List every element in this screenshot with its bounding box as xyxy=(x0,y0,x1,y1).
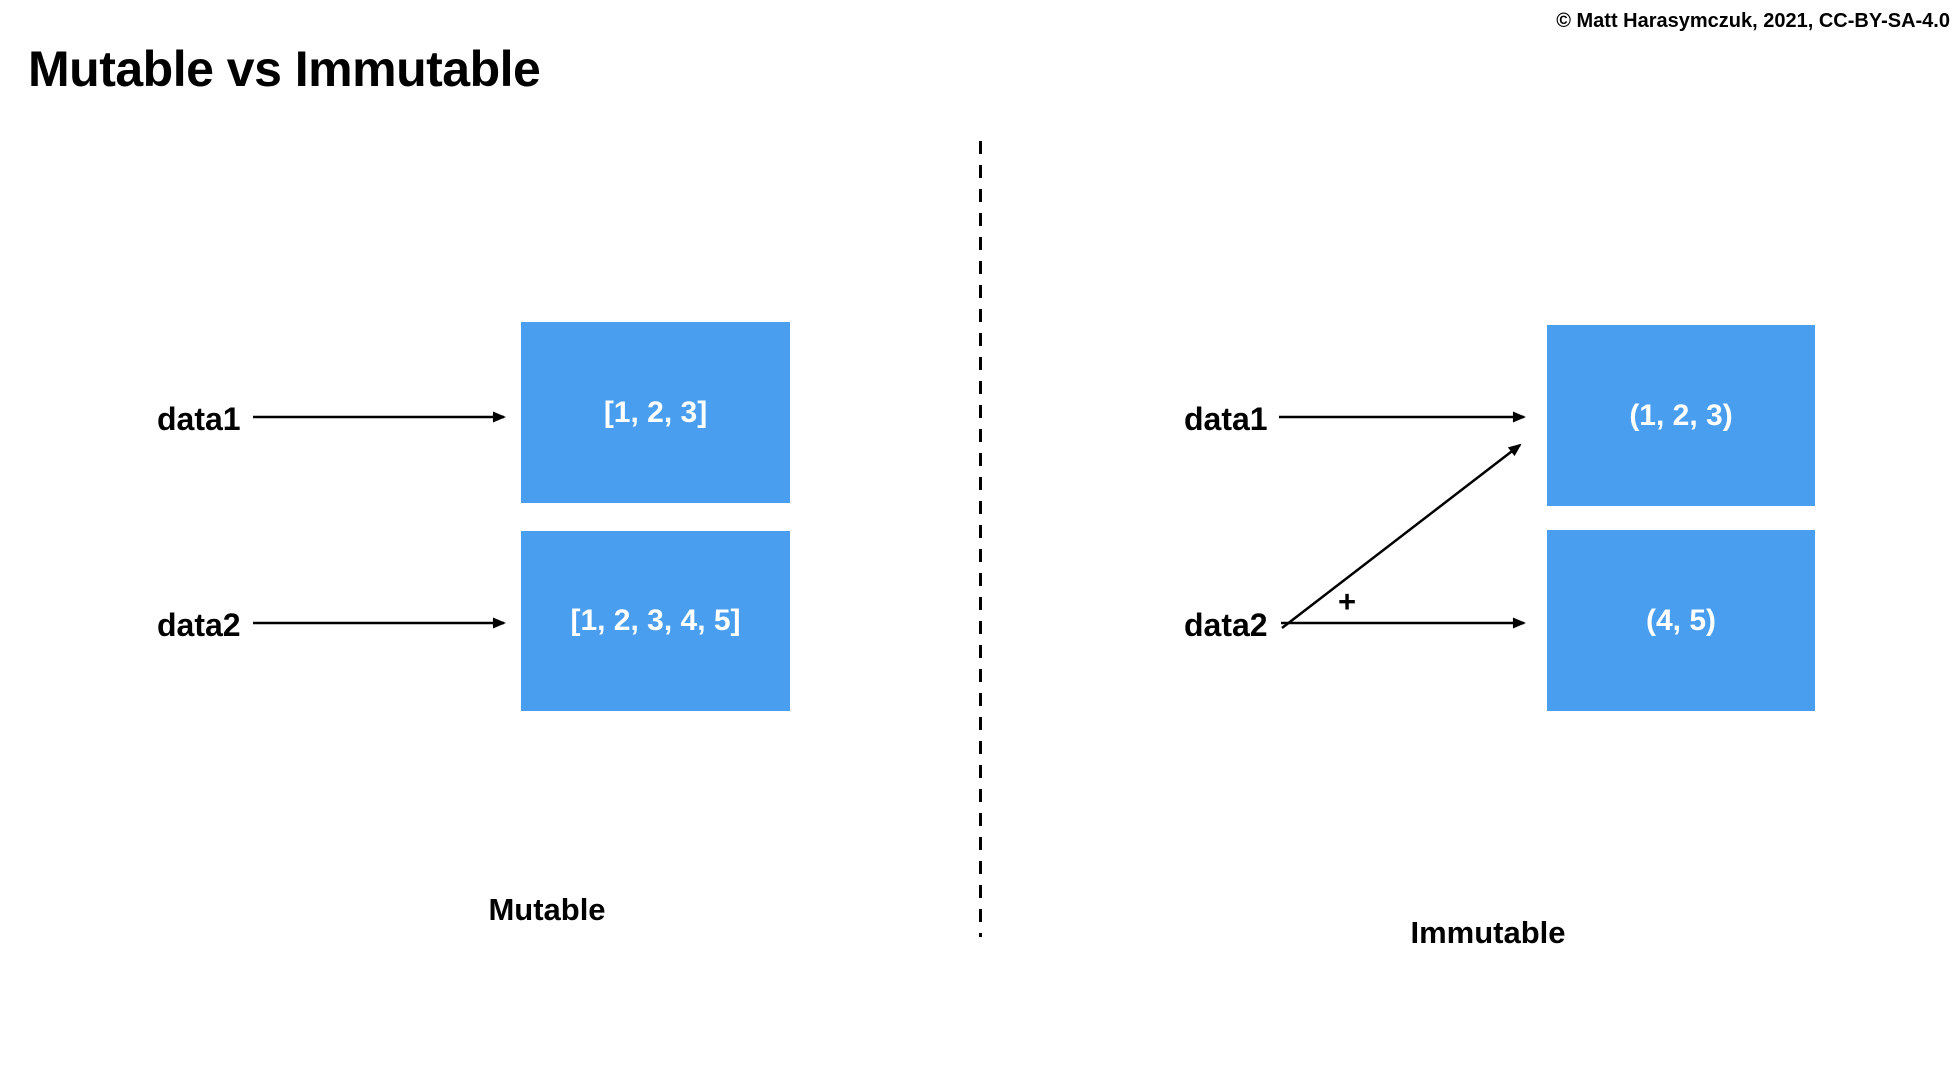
left-object-box-list2-value: [1, 2, 3, 4, 5] xyxy=(570,604,741,637)
right-object-box-tuple1-value: (1, 2, 3) xyxy=(1629,398,1733,432)
right-panel-caption: Immutable xyxy=(1410,915,1566,950)
left-object-box-list1-value: [1, 2, 3] xyxy=(603,395,708,429)
arrow-right-data2-to-tuple1-diagonal xyxy=(1281,443,1522,629)
left-variable-data1-label: data1 xyxy=(157,401,241,437)
concatenation-plus-label: + xyxy=(1337,584,1357,619)
left-object-box-list1: [1, 2, 3] xyxy=(521,322,790,503)
left-panel-caption: Mutable xyxy=(488,892,606,927)
left-variable-data2-label: data2 xyxy=(157,607,241,643)
right-object-box-tuple2: (4, 5) xyxy=(1547,530,1815,711)
right-object-box-tuple2-value: (4, 5) xyxy=(1645,603,1717,637)
right-variable-data1-label: data1 xyxy=(1184,401,1268,437)
right-variable-data2-label: data2 xyxy=(1184,607,1268,643)
right-object-box-tuple1: (1, 2, 3) xyxy=(1547,325,1815,506)
left-object-box-list2: [1, 2, 3, 4, 5] xyxy=(521,531,790,711)
copyright-notice: © Matt Harasymczuk, 2021, CC-BY-SA-4.0 xyxy=(1556,10,1950,32)
page-title: Mutable vs Immutable xyxy=(28,41,541,97)
